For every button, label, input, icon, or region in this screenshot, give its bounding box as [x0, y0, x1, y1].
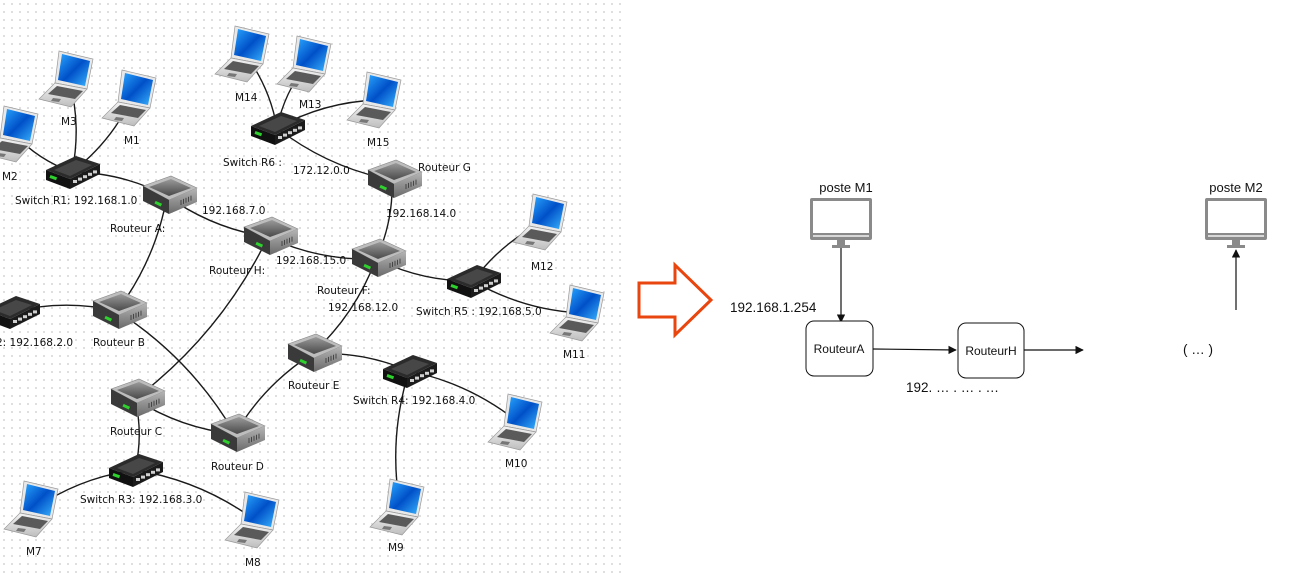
switch-r3-label: Switch R3: 192.168.3.0: [80, 494, 202, 506]
machine-m3-label: M3: [61, 116, 77, 128]
router-e-label: Routeur E: [288, 380, 339, 392]
machine-m9-label: M9: [388, 542, 404, 554]
continuation-ellipsis: ( … ): [1183, 342, 1213, 357]
gateway-ip-label: 192.168.1.254: [730, 300, 817, 315]
router-h-node[interactable]: RouteurH: [957, 322, 1025, 379]
laptop-m3-icon[interactable]: [38, 50, 94, 108]
machine-m13-label: M13: [299, 99, 321, 111]
monitor-icon: [810, 198, 872, 248]
machine-m12-label: M12: [531, 261, 553, 273]
routing-path-diagram: poste M1 192.168.1.254 RouteurA RouteurH…: [637, 180, 1267, 395]
arrow-right-outline-icon: [637, 261, 714, 339]
router-d-icon[interactable]: [210, 413, 266, 452]
laptop-m11-icon[interactable]: [549, 284, 605, 342]
router-c-icon[interactable]: [110, 378, 166, 417]
switch-r3-icon[interactable]: [109, 454, 163, 487]
machine-m11-label: M11: [563, 349, 585, 361]
router-f-label: Routeur F:: [317, 285, 371, 297]
router-f-icon[interactable]: [351, 238, 407, 277]
nodes-layer: [0, 25, 605, 549]
switch-r2-icon[interactable]: [0, 296, 40, 329]
network-address-ah-label: 192.168.7.0: [202, 205, 265, 217]
laptop-m10-icon[interactable]: [487, 393, 543, 451]
laptop-m14-icon[interactable]: [214, 25, 270, 83]
router-h-icon[interactable]: [243, 216, 299, 255]
laptop-m9-icon[interactable]: [369, 478, 425, 536]
laptop-m15-icon[interactable]: [346, 71, 402, 129]
router-h-label: Routeur H:: [209, 265, 265, 277]
router-a-node[interactable]: RouteurA: [805, 320, 874, 377]
laptop-m12-icon[interactable]: [512, 193, 568, 251]
router-b-label: Routeur B: [93, 337, 145, 349]
network-address-r6g-label: 172.12.0.0: [293, 165, 350, 177]
switch-r1-icon[interactable]: [46, 156, 100, 189]
machine-m10-label: M10: [505, 458, 527, 470]
dest-host-label: poste M2: [1209, 180, 1262, 195]
switch-r5-label: Switch R5 : 192.168.5.0: [416, 306, 542, 318]
network-address-fe-label: 192.168.12.0: [328, 302, 398, 314]
switch-r6-label: Switch R6 :: [223, 157, 282, 169]
switch-r1-label: Switch R1: 192.168.1.0: [15, 195, 137, 207]
laptop-m8-icon[interactable]: [224, 491, 280, 549]
router-e-icon[interactable]: [287, 333, 343, 372]
router-b-icon[interactable]: [92, 290, 148, 329]
laptop-m7-icon[interactable]: [3, 480, 59, 538]
router-a-label: RouteurA: [814, 342, 865, 356]
laptop-m2-icon[interactable]: [0, 105, 39, 163]
machine-m15-label: M15: [367, 137, 389, 149]
machine-m8-label: M8: [245, 557, 261, 569]
router-g-icon[interactable]: [367, 159, 423, 198]
machine-m2-label: M2: [2, 171, 18, 183]
router-c-label: Routeur C: [110, 426, 162, 438]
router-h-label: RouteurH: [965, 344, 1016, 358]
laptop-m13-icon[interactable]: [276, 35, 332, 93]
network-topology-diagram: Routeur A: Routeur B Routeur C Routeur D Rou…: [0, 25, 605, 569]
switch-r2-label: 2: 192.168.2.0: [0, 337, 73, 349]
link-b-d: [116, 310, 236, 435]
source-host-label: poste M1: [819, 180, 872, 195]
machine-m7-label: M7: [26, 546, 42, 558]
network-address-hf-label: 192.168.15.0: [276, 255, 346, 267]
switch-r5-icon[interactable]: [447, 265, 501, 298]
router-a-icon[interactable]: [142, 175, 198, 214]
router-d-label: Routeur D: [211, 461, 264, 473]
machine-m1-label: M1: [124, 135, 140, 147]
routing-path-panel: poste M1 192.168.1.254 RouteurA RouteurH…: [622, 0, 1301, 575]
network-address-gf-label: 192.168.14.0: [386, 208, 456, 220]
laptop-m1-icon[interactable]: [101, 69, 157, 127]
router-a-label: Routeur A:: [110, 223, 165, 235]
link-h-c: [134, 236, 269, 400]
switch-r4-label: Switch R4: 192.168.4.0: [353, 395, 475, 407]
switch-r4-icon[interactable]: [383, 355, 437, 388]
link-ip-placeholder: 192. … . … . …: [906, 380, 999, 395]
router-g-label: Routeur G: [418, 162, 471, 174]
machine-m14-label: M14: [235, 92, 258, 104]
monitor-icon: [1205, 198, 1267, 248]
switch-r6-icon[interactable]: [251, 112, 305, 145]
labels-layer: Routeur A: Routeur B Routeur C Routeur D Rou…: [0, 92, 585, 569]
network-topology-canvas: Routeur A: Routeur B Routeur C Routeur D Rou…: [0, 0, 622, 575]
